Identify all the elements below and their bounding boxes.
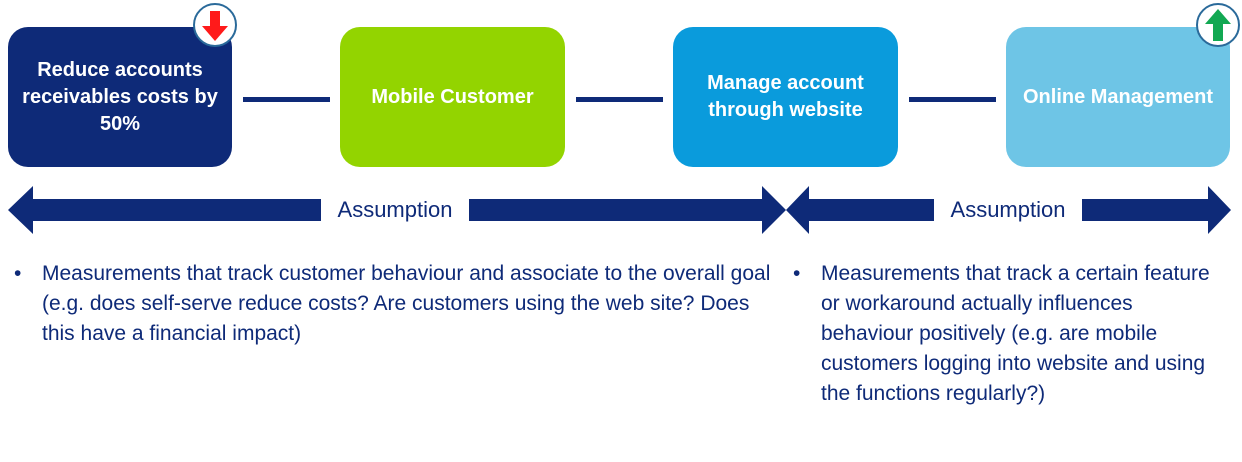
bullet-text: Measurements that track customer behavio… bbox=[42, 262, 771, 345]
arrow-up-icon bbox=[1205, 9, 1231, 41]
assumption-text: Assumption bbox=[950, 197, 1066, 222]
connector-line-2 bbox=[576, 97, 663, 102]
arrow-down-icon bbox=[202, 11, 228, 41]
goal-box-label: Reduce accounts receivables costs by 50% bbox=[22, 58, 218, 135]
up-arrow-badge bbox=[1196, 3, 1240, 47]
step-box-label: Manage account through website bbox=[707, 72, 864, 121]
bullet-marker: • bbox=[14, 262, 22, 285]
step-box-online-management: Online Management bbox=[1006, 27, 1230, 167]
bullet-item-right: • Measurements that track a certain feat… bbox=[793, 259, 1233, 444]
connector-line-3 bbox=[909, 97, 996, 102]
step-box-label: Online Management bbox=[1022, 85, 1214, 108]
goal-box-reduce-costs: Reduce accounts receivables costs by 50% bbox=[8, 27, 232, 167]
down-arrow-badge bbox=[193, 3, 237, 47]
step-box-mobile-customer: Mobile Customer bbox=[340, 27, 565, 167]
step-box-manage-account: Manage account through website bbox=[673, 27, 898, 167]
connector-line-1 bbox=[243, 97, 330, 102]
assumption-text: Assumption bbox=[337, 197, 453, 222]
bullet-marker: • bbox=[793, 262, 801, 285]
bullet-item-left: • Measurements that track customer behav… bbox=[14, 259, 784, 354]
assumption-label-left: Assumption bbox=[321, 195, 469, 225]
assumption-label-right: Assumption bbox=[934, 195, 1082, 225]
step-box-label: Mobile Customer bbox=[371, 85, 534, 108]
bullet-text: Measurements that track a certain featur… bbox=[821, 262, 1210, 405]
